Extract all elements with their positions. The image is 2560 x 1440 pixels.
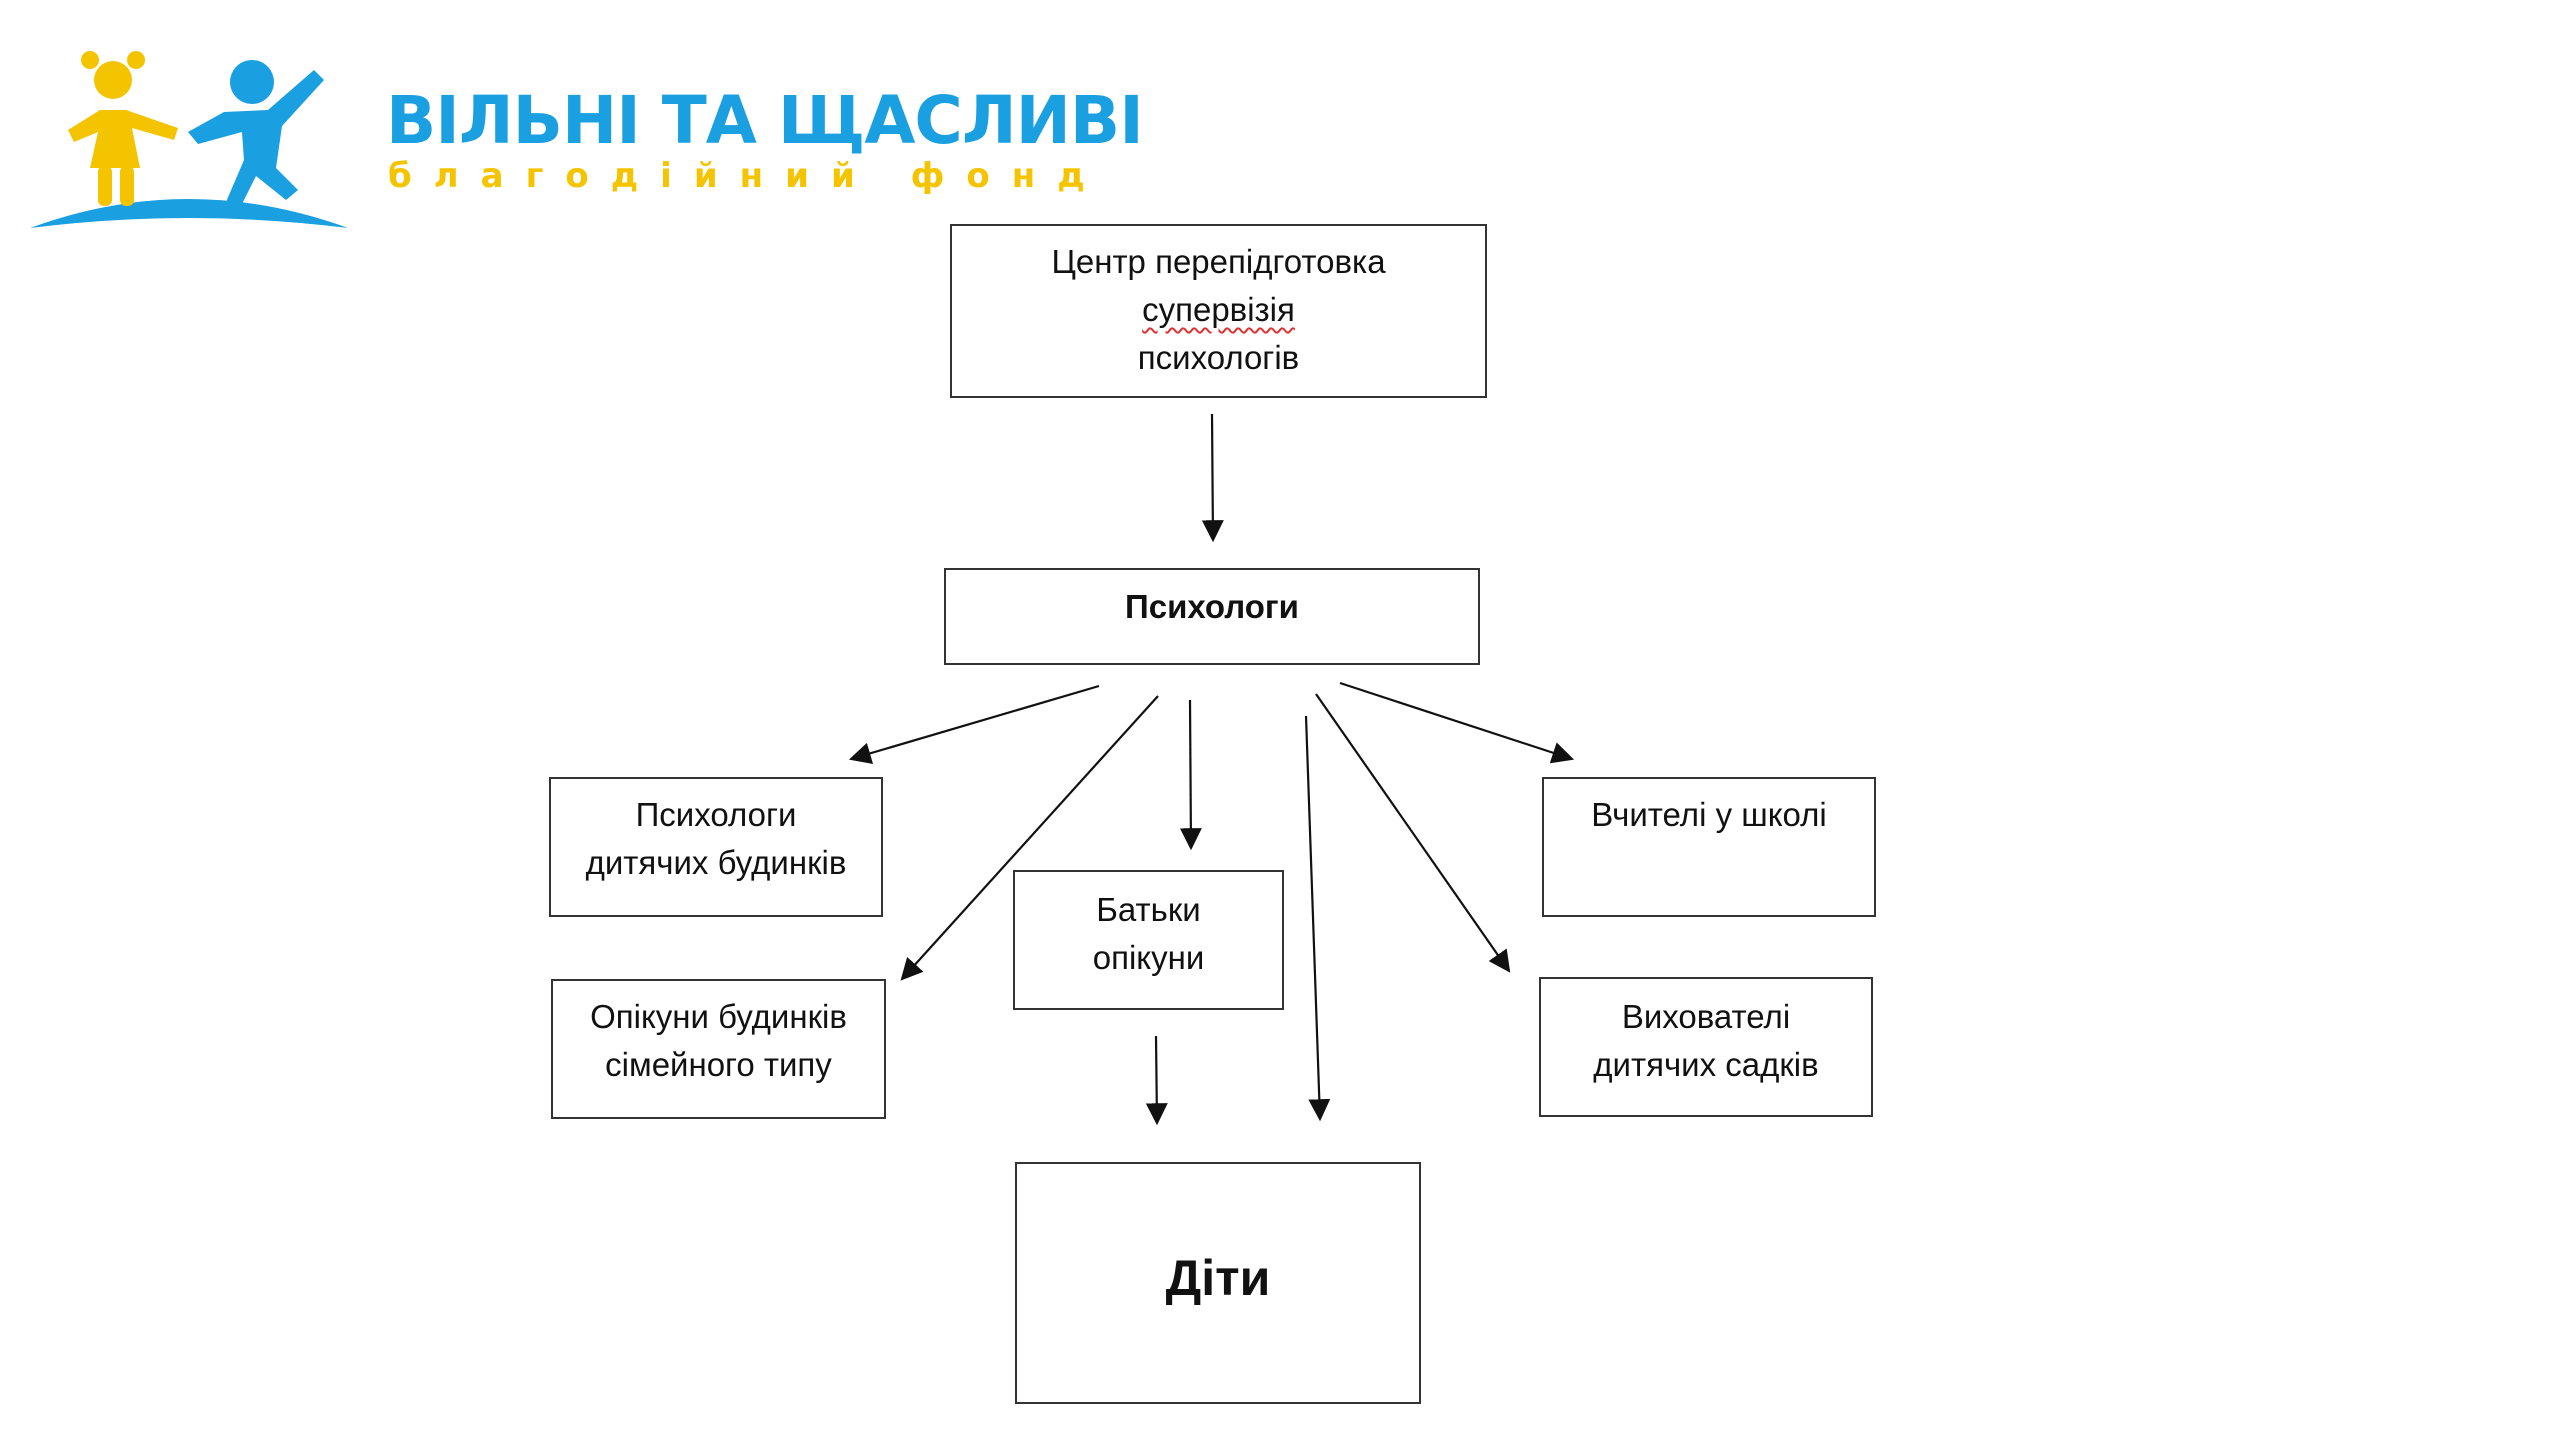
arrow-to-orphanage-psychologists (848, 684, 1100, 764)
node-kindergarten-teachers: Вихователі дитячих садків (1539, 977, 1873, 1117)
node-parents-line2: опікуни (1092, 939, 1205, 976)
arrow-to-children-direct (1304, 715, 1331, 1122)
two-children-figures-icon (30, 51, 348, 228)
node-family-home-line2: сімейного типу (605, 1046, 832, 1083)
arrow-to-kindergarten-teachers (1315, 693, 1511, 973)
arrow-to-family-home-guardians (900, 695, 1159, 981)
node-school-teachers: Вчителі у школі (1542, 777, 1876, 917)
logo-title: ВІЛЬНІ ТА ЩАСЛИВІ (386, 82, 1144, 159)
node-kindergarten-line2: дитячих садків (1593, 1046, 1819, 1083)
node-center-retraining: Центр перепідготовка супервізія психолог… (950, 224, 1487, 398)
node-center-line1: Центр перепідготовка (1051, 243, 1386, 280)
node-orphanage-line1: Психологи (635, 796, 797, 833)
node-family-home-guardians: Опікуни будинків сімейного типу (551, 979, 886, 1119)
node-orphanage-psychologists: Психологи дитячих будинків (549, 777, 883, 917)
node-center-line2: супервізія (1142, 291, 1295, 328)
node-psychologists: Психологи (944, 568, 1480, 665)
node-family-home-line1: Опікуни будинків (590, 998, 847, 1035)
node-parents-line1: Батьки (1096, 891, 1201, 928)
node-children: Діти (1015, 1162, 1421, 1404)
node-psychologists-label: Психологи (1125, 588, 1299, 625)
arrow-center-to-psychologists (1201, 413, 1224, 543)
arrow-to-parents-guardians (1179, 699, 1202, 851)
node-kindergarten-line1: Вихователі (1621, 998, 1791, 1035)
node-center-line3: психологів (1137, 339, 1300, 376)
node-children-label: Діти (1165, 1250, 1271, 1306)
logo-subtitle: благодійний фонд (388, 156, 1107, 196)
node-school-teachers-label: Вчителі у школі (1591, 796, 1827, 833)
arrow-parents-to-children (1145, 1035, 1168, 1126)
node-orphanage-line2: дитячих будинків (585, 844, 847, 881)
arrow-to-school-teachers (1339, 681, 1575, 764)
foundation-logo: ВІЛЬНІ ТА ЩАСЛИВІ благодійний фонд (28, 40, 1144, 240)
node-parents-guardians: Батьки опікуни (1013, 870, 1284, 1010)
